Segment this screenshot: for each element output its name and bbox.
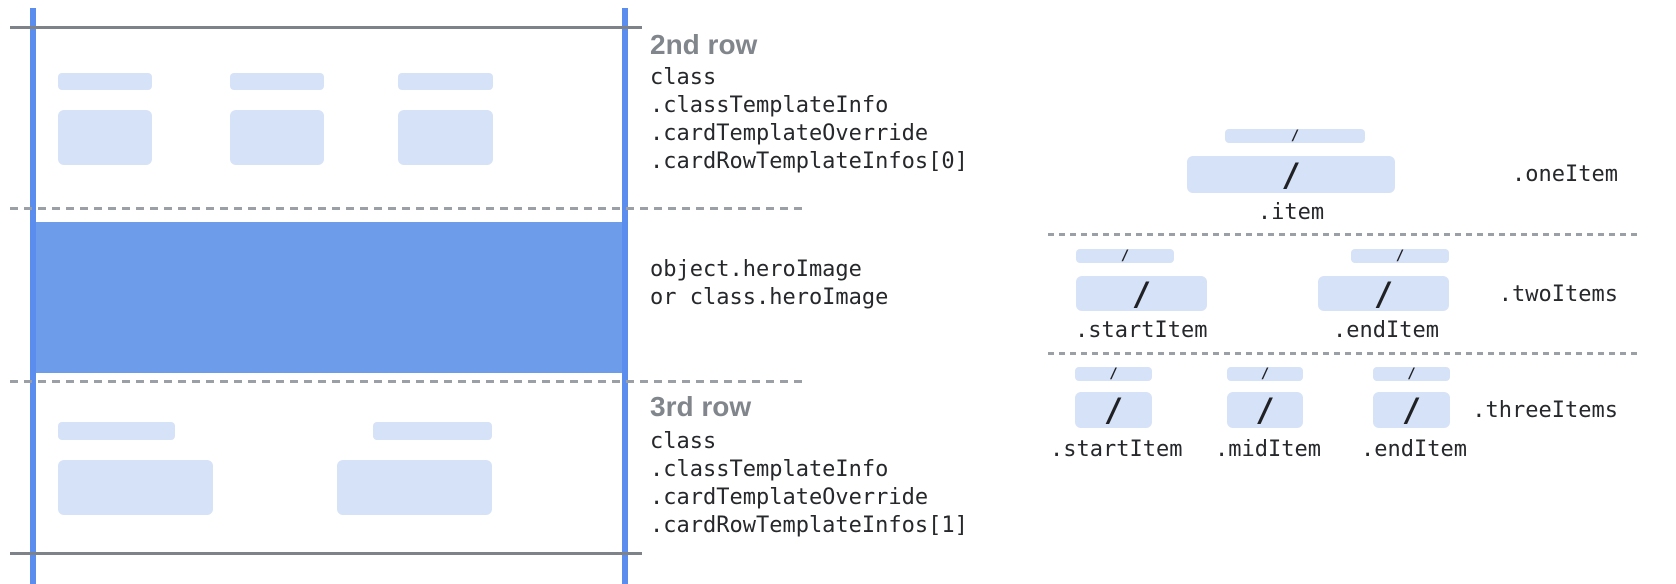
- code-line: class: [650, 65, 717, 90]
- start-item-label-bar: /: [1075, 367, 1152, 381]
- hero-code-block: object.heroImage or class.heroImage: [650, 256, 888, 312]
- slash-glyph: /: [1401, 391, 1422, 429]
- code-line: .cardRowTemplateInfos[0]: [650, 149, 968, 174]
- chip-label-bar: [373, 422, 492, 440]
- code-line: .cardRowTemplateInfos[1]: [650, 513, 968, 538]
- end-item-caption: .endItem: [1361, 437, 1467, 462]
- start-item-value-bar: /: [1075, 392, 1152, 428]
- chip-value-block: [230, 110, 324, 165]
- item-value-bar: /: [1187, 156, 1395, 193]
- one-item-row-label: .oneItem: [1512, 162, 1618, 187]
- code-line: .cardTemplateOverride: [650, 121, 929, 146]
- code-line: object.heroImage: [650, 257, 862, 282]
- end-item-label-bar: /: [1373, 367, 1450, 381]
- slash-glyph: /: [1395, 248, 1405, 264]
- third-row-heading: 3rd row: [650, 391, 752, 422]
- card-left-guide-line: [30, 8, 36, 584]
- slash-glyph: /: [1407, 366, 1416, 382]
- start-item-value-bar: /: [1076, 276, 1207, 311]
- second-row-heading: 2nd row: [650, 29, 758, 60]
- card-right-guide-line: [622, 8, 628, 584]
- items-panel-divider: [1048, 233, 1640, 236]
- chip-label-bar: [58, 73, 152, 90]
- chip-value-block: [58, 110, 152, 165]
- two-items-row-label: .twoItems: [1498, 282, 1618, 307]
- code-line: class: [650, 429, 717, 454]
- code-line: or class.heroImage: [650, 285, 889, 310]
- second-row-code-block: class .classTemplateInfo .cardTemplateOv…: [650, 64, 968, 176]
- three-items-row-label: .threeItems: [1472, 398, 1618, 423]
- chip-value-block: [58, 460, 213, 515]
- chip-label-bar: [58, 422, 175, 440]
- item-caption: .item: [1257, 200, 1325, 225]
- row-divider-dashed-bottom: [10, 380, 802, 383]
- chip-label-bar: [398, 73, 493, 90]
- card-top-border-line: [10, 26, 642, 29]
- mid-item-caption: .midItem: [1215, 437, 1321, 462]
- code-line: .cardTemplateOverride: [650, 485, 929, 510]
- card-bottom-border-line: [10, 552, 642, 555]
- slash-glyph: /: [1260, 366, 1270, 382]
- start-item-caption: .startItem: [1075, 318, 1208, 343]
- code-line: .classTemplateInfo: [650, 457, 889, 482]
- slash-glyph: /: [1290, 128, 1300, 144]
- slash-glyph: /: [1103, 391, 1124, 429]
- row-divider-dashed-top: [10, 207, 802, 210]
- end-item-label-bar: /: [1351, 249, 1449, 263]
- third-row-code-block: class .classTemplateInfo .cardTemplateOv…: [650, 428, 968, 540]
- hero-image-band: [36, 222, 622, 373]
- end-item-value-bar: /: [1318, 276, 1449, 311]
- item-label-bar: /: [1225, 129, 1365, 143]
- slash-glyph: /: [1120, 248, 1130, 264]
- items-panel-divider: [1048, 352, 1640, 355]
- chip-value-block: [398, 110, 493, 165]
- end-item-caption: .endItem: [1333, 318, 1439, 343]
- mid-item-value-bar: /: [1227, 392, 1303, 428]
- chip-label-bar: [230, 73, 324, 90]
- slash-glyph: /: [1131, 274, 1152, 313]
- slash-glyph: /: [1373, 274, 1394, 313]
- mid-item-label-bar: /: [1227, 367, 1303, 381]
- slash-glyph: /: [1255, 391, 1275, 429]
- code-line: .classTemplateInfo: [650, 93, 889, 118]
- slash-glyph: /: [1109, 366, 1118, 382]
- slash-glyph: /: [1281, 155, 1301, 194]
- start-item-label-bar: /: [1076, 249, 1174, 263]
- chip-value-block: [337, 460, 492, 515]
- end-item-value-bar: /: [1373, 392, 1450, 428]
- start-item-caption: .startItem: [1050, 437, 1183, 462]
